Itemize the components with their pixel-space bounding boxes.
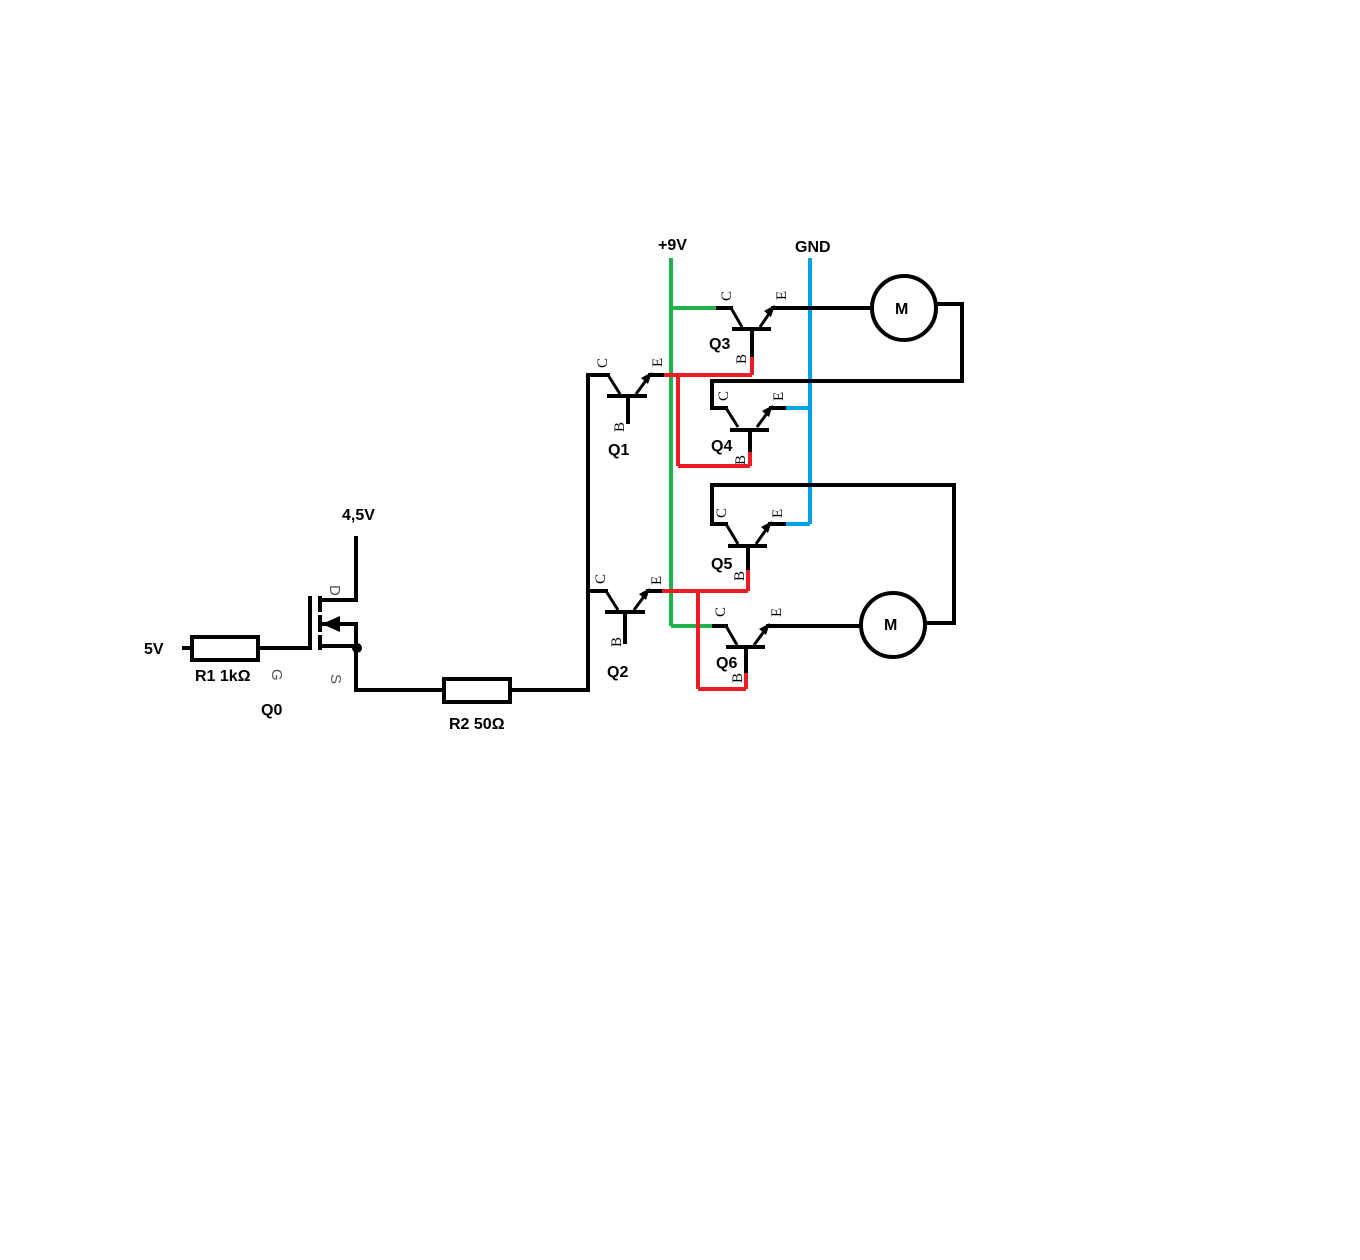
pin-c-q4: C — [716, 391, 732, 401]
label-r2: R2 50Ω — [449, 716, 505, 733]
pin-e-q6: E — [769, 608, 785, 617]
pin-c-q5: C — [714, 508, 730, 518]
transistor-q5 — [710, 521, 786, 570]
ground-rail — [784, 258, 812, 526]
label-q0: Q0 — [261, 702, 282, 719]
mosfet-q0 — [308, 536, 362, 692]
pin-e-q5: E — [770, 509, 786, 518]
transistor-q4 — [710, 405, 786, 452]
pin-c-q3: C — [719, 291, 735, 301]
label-q6: Q6 — [716, 655, 737, 672]
pin-b-q6: B — [730, 673, 746, 683]
transistor-q3 — [716, 305, 874, 357]
pin-labels: G D S C E B C E B C E B C E B C E B C E … — [268, 291, 790, 684]
pin-b-q2: B — [609, 637, 625, 647]
pin-e-q4: E — [771, 392, 787, 401]
motor-top-label: M — [895, 301, 908, 318]
pin-g-q0: G — [268, 669, 285, 681]
transistor-q1 — [586, 372, 666, 424]
pin-b-q1: B — [612, 422, 628, 432]
motor-top — [870, 274, 938, 342]
pin-b-q3: B — [734, 354, 750, 364]
label-q2: Q2 — [607, 664, 628, 681]
label-9v: +9V — [658, 237, 687, 254]
label-4-5v: 4,5V — [342, 507, 375, 524]
supply-9v-rail — [669, 258, 718, 628]
pin-e-q2: E — [649, 576, 665, 585]
label-q3: Q3 — [709, 336, 730, 353]
label-gnd: GND — [795, 239, 831, 256]
resistor-r1 — [190, 635, 260, 662]
input-stage — [182, 373, 590, 704]
pin-e-q3: E — [774, 291, 790, 300]
motor-top-loop — [710, 274, 964, 410]
pin-e-q1: E — [650, 358, 666, 367]
label-5v: 5V — [144, 641, 164, 658]
component-labels: 5V R1 1kΩ Q0 4,5V R2 50Ω Q1 Q2 Q3 Q4 Q5 … — [144, 237, 908, 733]
pin-b-q4: B — [733, 455, 749, 465]
pin-s-q0: S — [327, 674, 344, 684]
pin-b-q5: B — [732, 571, 748, 581]
pin-c-q1: C — [595, 358, 611, 368]
pin-d-q0: D — [326, 585, 343, 596]
resistor-r2 — [442, 677, 512, 704]
transistor-q6 — [712, 623, 863, 673]
base-drive-lines — [662, 355, 754, 691]
label-q5: Q5 — [711, 556, 732, 573]
junction-dot — [352, 643, 362, 653]
label-q1: Q1 — [608, 442, 629, 459]
transistor-q2 — [586, 588, 664, 644]
label-q4: Q4 — [711, 438, 732, 455]
label-r1: R1 1kΩ — [195, 668, 251, 685]
pin-c-q6: C — [713, 607, 729, 617]
motor-bottom-label: M — [884, 617, 897, 634]
pin-c-q2: C — [593, 574, 609, 584]
